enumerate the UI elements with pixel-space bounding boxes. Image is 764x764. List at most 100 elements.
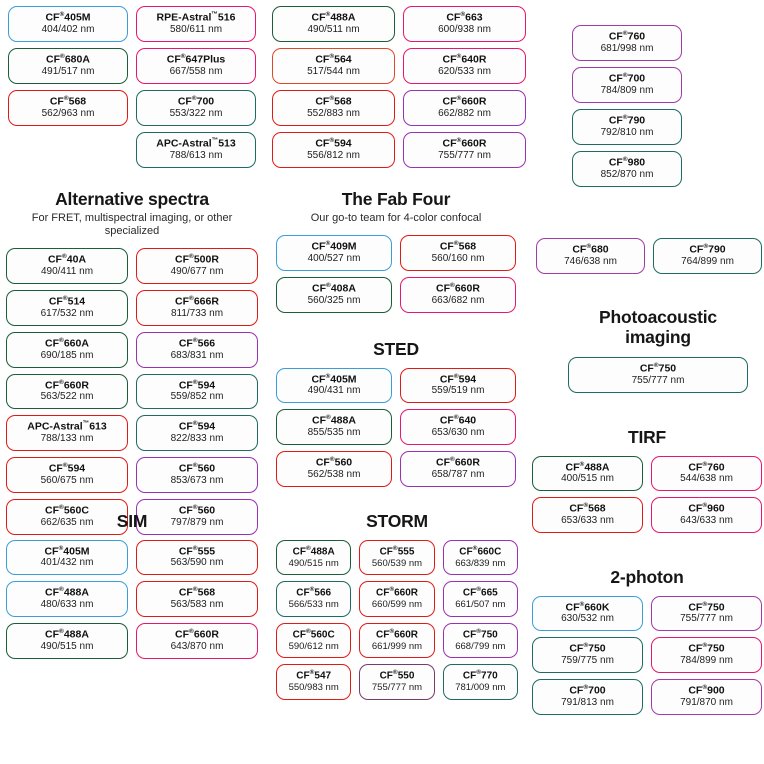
trademark-icon: ™ — [82, 420, 90, 428]
dye-spectra: 855/535 nm — [307, 427, 361, 439]
registered-icon: ® — [59, 336, 64, 344]
registered-icon: ® — [702, 600, 708, 608]
dye-spectra: 764/899 nm — [681, 255, 734, 267]
registered-icon: ® — [192, 544, 198, 552]
registered-icon: ® — [309, 669, 315, 677]
registered-icon: ® — [329, 456, 335, 464]
dye-spectra: 544/638 nm — [680, 473, 733, 485]
dye-name: CF®488A — [565, 460, 610, 474]
registered-icon: ® — [476, 669, 482, 677]
dye-spectra: 755/777 nm — [631, 375, 685, 387]
registered-icon: ® — [583, 642, 589, 650]
registered-icon: ® — [325, 11, 331, 18]
dye-spectra: 746/638 nm — [564, 255, 617, 267]
trademark-icon: ™ — [211, 11, 218, 18]
registered-icon: ® — [58, 544, 64, 552]
registered-icon: ® — [189, 294, 194, 302]
dye-name: CF®564 — [315, 52, 352, 66]
dye-name: CF®760 — [688, 460, 725, 474]
dye-name: CF®488A — [292, 544, 335, 557]
dye-spectra: 755/777 nm — [438, 149, 491, 161]
registered-icon: ® — [579, 600, 585, 608]
